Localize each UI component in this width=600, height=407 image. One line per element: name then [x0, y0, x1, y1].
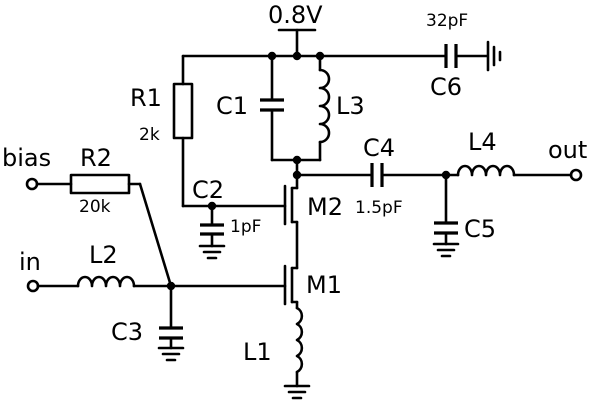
ground-symbol-l1 [283, 384, 311, 400]
in-label: in [19, 248, 41, 276]
bias-label: bias [2, 144, 51, 172]
out-label: out [548, 136, 587, 164]
m2-name-label: M2 [307, 193, 343, 221]
capacitor-c3 [159, 284, 183, 350]
inductor-l1 [295, 306, 304, 388]
capacitor-c5 [434, 173, 458, 246]
resistor-r1 [172, 54, 287, 211]
c2-name-label: C2 [192, 176, 224, 204]
inductor-l4 [456, 164, 573, 177]
capacitor-c6 [444, 44, 489, 68]
output-terminal [569, 168, 583, 182]
inductor-l3 [318, 54, 331, 162]
input-terminal [26, 279, 40, 293]
c4-value-label: 1.5pF [355, 198, 403, 218]
inductor-l2 [36, 275, 287, 291]
l1-name-label: L1 [243, 338, 272, 366]
ground-symbol-c2 [198, 244, 226, 260]
l4-name-label: L4 [468, 128, 497, 156]
bias-terminal [25, 177, 39, 191]
c6-name-label: C6 [430, 73, 462, 101]
c2-value-label: 1pF [230, 217, 261, 237]
c6-value-label: 32pF [426, 11, 468, 31]
r2-name-label: R2 [80, 144, 112, 172]
l2-name-label: L2 [89, 241, 118, 269]
c1-name-label: C1 [216, 92, 248, 120]
transistor-m1 [283, 264, 299, 310]
ground-symbol-c5 [432, 242, 460, 258]
l3-name-label: L3 [336, 92, 365, 120]
ground-symbol-c6 [486, 40, 502, 72]
supply-voltage-label: 0.8V [268, 1, 323, 29]
ground-symbol-c3 [157, 346, 185, 362]
supply-rail [181, 28, 447, 61]
c5-name-label: C5 [464, 215, 496, 243]
c3-name-label: C3 [111, 318, 143, 346]
c4-name-label: C4 [363, 134, 395, 162]
capacitor-c4 [295, 163, 460, 187]
r1-value-label: 2k [139, 125, 160, 145]
r2-value-label: 20k [79, 197, 111, 217]
resistor-r2 [35, 173, 173, 288]
m1-name-label: M1 [306, 271, 342, 299]
r1-name-label: R1 [130, 84, 162, 112]
capacitor-c2 [200, 204, 224, 248]
capacitor-c1 [260, 54, 322, 165]
